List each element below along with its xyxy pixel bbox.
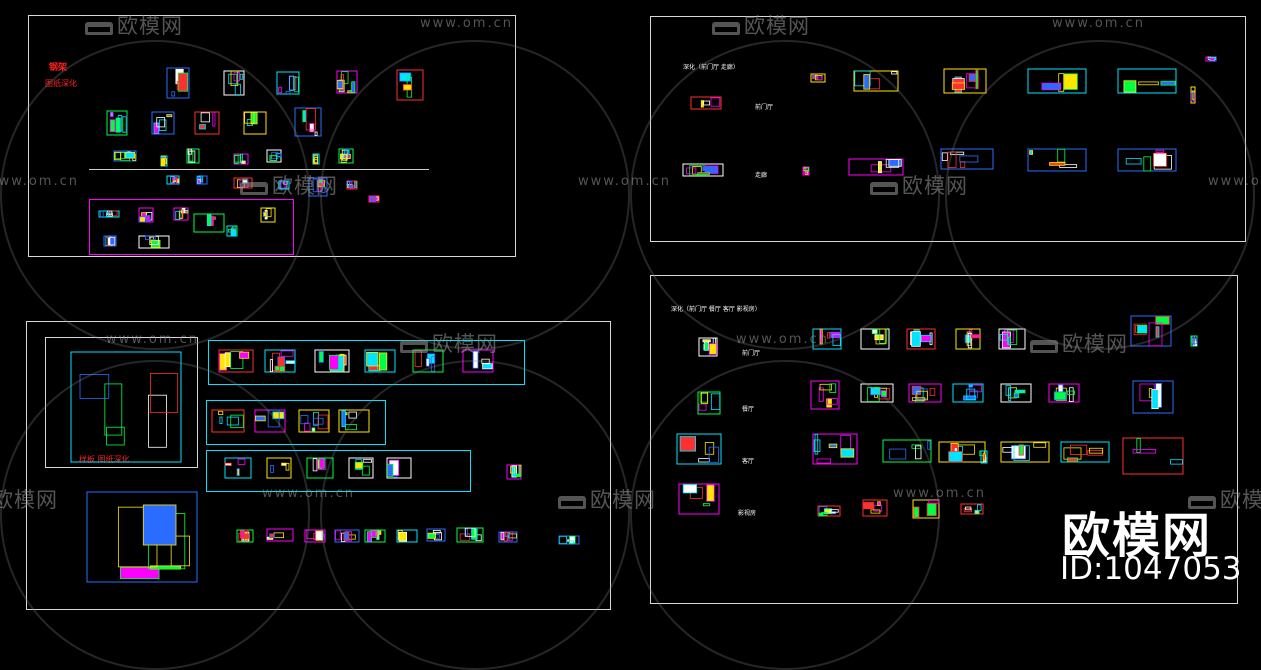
watermark-url: www.om.cn: [893, 486, 986, 501]
cad-drawing-thumbnail: [314, 349, 350, 373]
watermark-ring: [0, 40, 310, 350]
row-label-entry: 前门厅: [742, 350, 761, 357]
sheet-title: 钢架: [49, 63, 68, 73]
watermark-ring: [320, 40, 630, 350]
cad-drawing-thumbnail: [218, 349, 254, 373]
cad-drawing-thumbnail: [264, 349, 296, 373]
cad-drawing-thumbnail: [336, 70, 358, 94]
watermark-logo: 欧模网: [85, 10, 183, 40]
watermark-ring: [630, 360, 940, 670]
watermark-url: www.om.cn: [106, 332, 199, 347]
cad-drawing-thumbnail: [1132, 380, 1174, 414]
cad-drawing-thumbnail: [908, 383, 942, 403]
watermark-url: www.om.cn: [262, 486, 355, 501]
cad-drawing-thumbnail: [364, 349, 396, 373]
watermark-ring: [945, 40, 1255, 350]
watermark-logo: 欧模网: [1188, 484, 1261, 514]
cad-drawing-thumbnail: [1000, 383, 1032, 403]
cad-drawing-thumbnail: [1122, 437, 1184, 475]
watermark-logo: 欧模网: [0, 488, 58, 512]
cad-drawing-thumbnail: [1060, 441, 1110, 463]
watermark-ring: [630, 40, 940, 350]
cad-drawing-thumbnail: [1048, 383, 1080, 403]
cad-drawing-thumbnail: [906, 328, 936, 350]
brand-logo-text: 欧模网: [1062, 508, 1213, 564]
watermark-url: www.om.cn: [0, 174, 79, 189]
cad-drawing-thumbnail: [1205, 56, 1217, 62]
cad-drawing-thumbnail: [938, 441, 986, 463]
cad-drawing-thumbnail: [698, 337, 718, 357]
cad-drawing-thumbnail: [860, 328, 890, 350]
watermark-logo: 欧模网: [870, 170, 968, 200]
cad-drawing-thumbnail: [298, 409, 330, 433]
watermark-logo: 欧模网: [712, 10, 810, 40]
watermark-url: www.om.cn: [1208, 174, 1261, 189]
cad-drawing-thumbnail: [943, 68, 987, 94]
watermark-logo: 欧模网: [558, 484, 656, 514]
cad-drawing-thumbnail: [312, 153, 320, 165]
cad-drawing-thumbnail: [980, 450, 988, 464]
cad-drawing-thumbnail: [1000, 441, 1050, 463]
cad-drawing-thumbnail: [955, 328, 981, 350]
cad-drawing-thumbnail: [294, 107, 322, 137]
elevation-group-1: [208, 340, 525, 385]
watermark-url: www.om.cn: [578, 174, 671, 189]
watermark-url: www.om.cn: [736, 332, 829, 347]
watermark-url: www.om.cn: [420, 16, 513, 31]
cad-drawing-thumbnail: [960, 503, 984, 515]
cad-drawing-thumbnail: [1190, 335, 1198, 347]
watermark-logo: 欧模网: [1030, 328, 1128, 358]
watermark-url: www.om.cn: [1052, 16, 1145, 31]
watermark-ring: [0, 360, 310, 670]
watermark-logo: 欧模网: [400, 328, 498, 358]
cad-drawing-thumbnail: [998, 328, 1026, 350]
cad-drawing-thumbnail: [276, 71, 300, 95]
cad-drawing-thumbnail: [952, 383, 984, 403]
watermark-ring: [320, 360, 630, 670]
watermark-logo: 欧模网: [240, 170, 338, 200]
brand-id: ID:1047053: [1060, 551, 1242, 587]
